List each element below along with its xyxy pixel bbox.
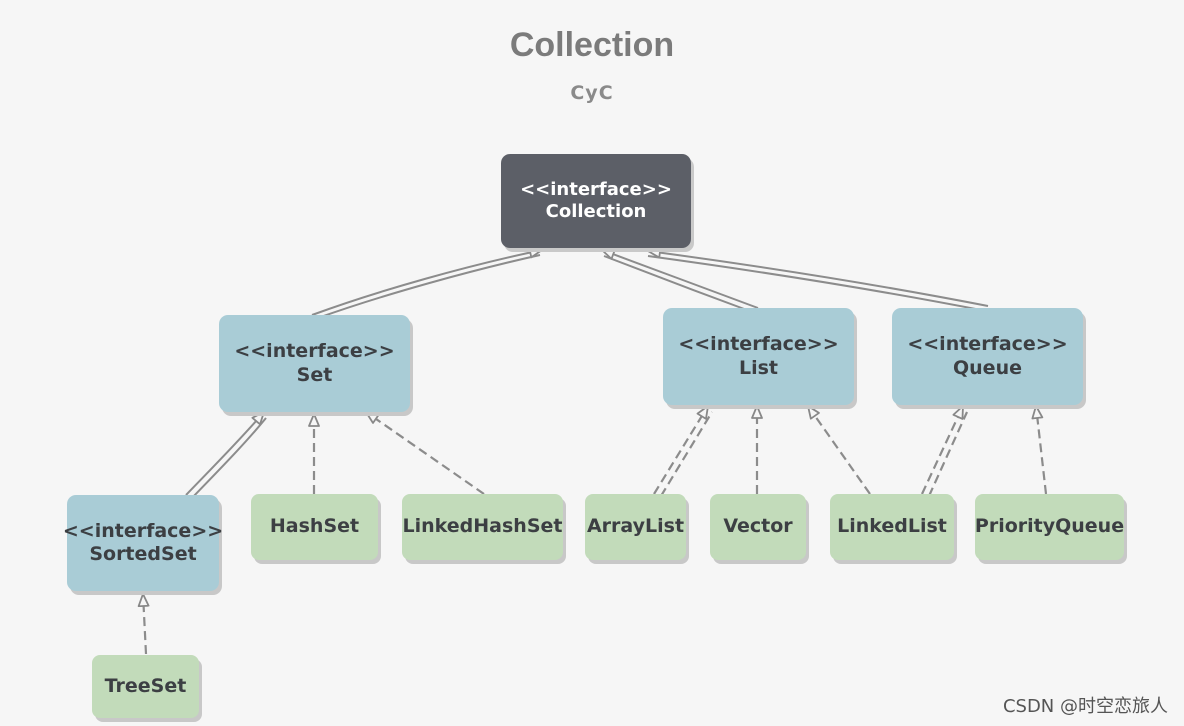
node-linkedlist-class[interactable]: LinkedList <box>830 494 954 560</box>
edge-linkedhashset-set <box>365 411 485 495</box>
node-collection-interface[interactable]: <<interface>> Collection <box>501 154 691 248</box>
node-name: SortedSet <box>89 543 197 565</box>
node-queue-interface[interactable]: <<interface>> Queue <box>892 308 1083 405</box>
node-treeset-class[interactable]: TreeSet <box>92 655 199 718</box>
edge-priorityqueue-queue <box>1031 405 1048 495</box>
node-name: PriorityQueue <box>974 515 1125 538</box>
diagram-title: Collection <box>509 26 675 64</box>
edge-linkedlist-queue <box>921 405 969 497</box>
node-stereotype: <<interface>> <box>520 179 672 201</box>
diagram-author: CyC <box>570 82 614 104</box>
node-name: List <box>738 356 778 379</box>
node-vector-class[interactable]: Vector <box>710 494 806 560</box>
node-sortedset-interface[interactable]: <<interface>> SortedSet <box>63 495 223 591</box>
csdn-watermark: CSDN @时空恋旅人 <box>1002 696 1168 717</box>
edge-sortedset-set <box>185 411 267 499</box>
edge-arraylist-list <box>653 405 713 497</box>
node-stereotype: <<interface>> <box>907 333 1068 356</box>
node-name: ArrayList <box>586 515 685 538</box>
node-stereotype: <<interface>> <box>678 333 839 356</box>
node-linkedhashset-class[interactable]: LinkedHashSet <box>402 494 563 560</box>
node-name: HashSet <box>269 515 360 538</box>
node-name: Queue <box>953 356 1022 379</box>
edge-set-collection <box>311 246 543 319</box>
edge-list-collection <box>601 248 759 314</box>
node-stereotype: <<interface>> <box>234 340 395 363</box>
node-arraylist-class[interactable]: ArrayList <box>585 494 686 560</box>
edge-queue-collection <box>647 246 989 312</box>
node-name: Collection <box>545 201 647 222</box>
node-set-interface[interactable]: <<interface>> Set <box>219 315 410 412</box>
node-name: TreeSet <box>104 674 187 697</box>
node-hashset-class[interactable]: HashSet <box>251 494 378 560</box>
edge-linkedlist-list <box>807 405 871 495</box>
node-name: Vector <box>723 515 793 538</box>
node-name: LinkedList <box>837 515 947 538</box>
node-stereotype: <<interface>> <box>62 519 224 542</box>
node-name: LinkedHashSet <box>402 515 563 538</box>
node-name: Set <box>296 363 333 386</box>
node-list-interface[interactable]: <<interface>> List <box>663 308 854 405</box>
node-priorityqueue-class[interactable]: PriorityQueue <box>975 494 1124 560</box>
edge-treeset-sortedset <box>137 593 150 655</box>
